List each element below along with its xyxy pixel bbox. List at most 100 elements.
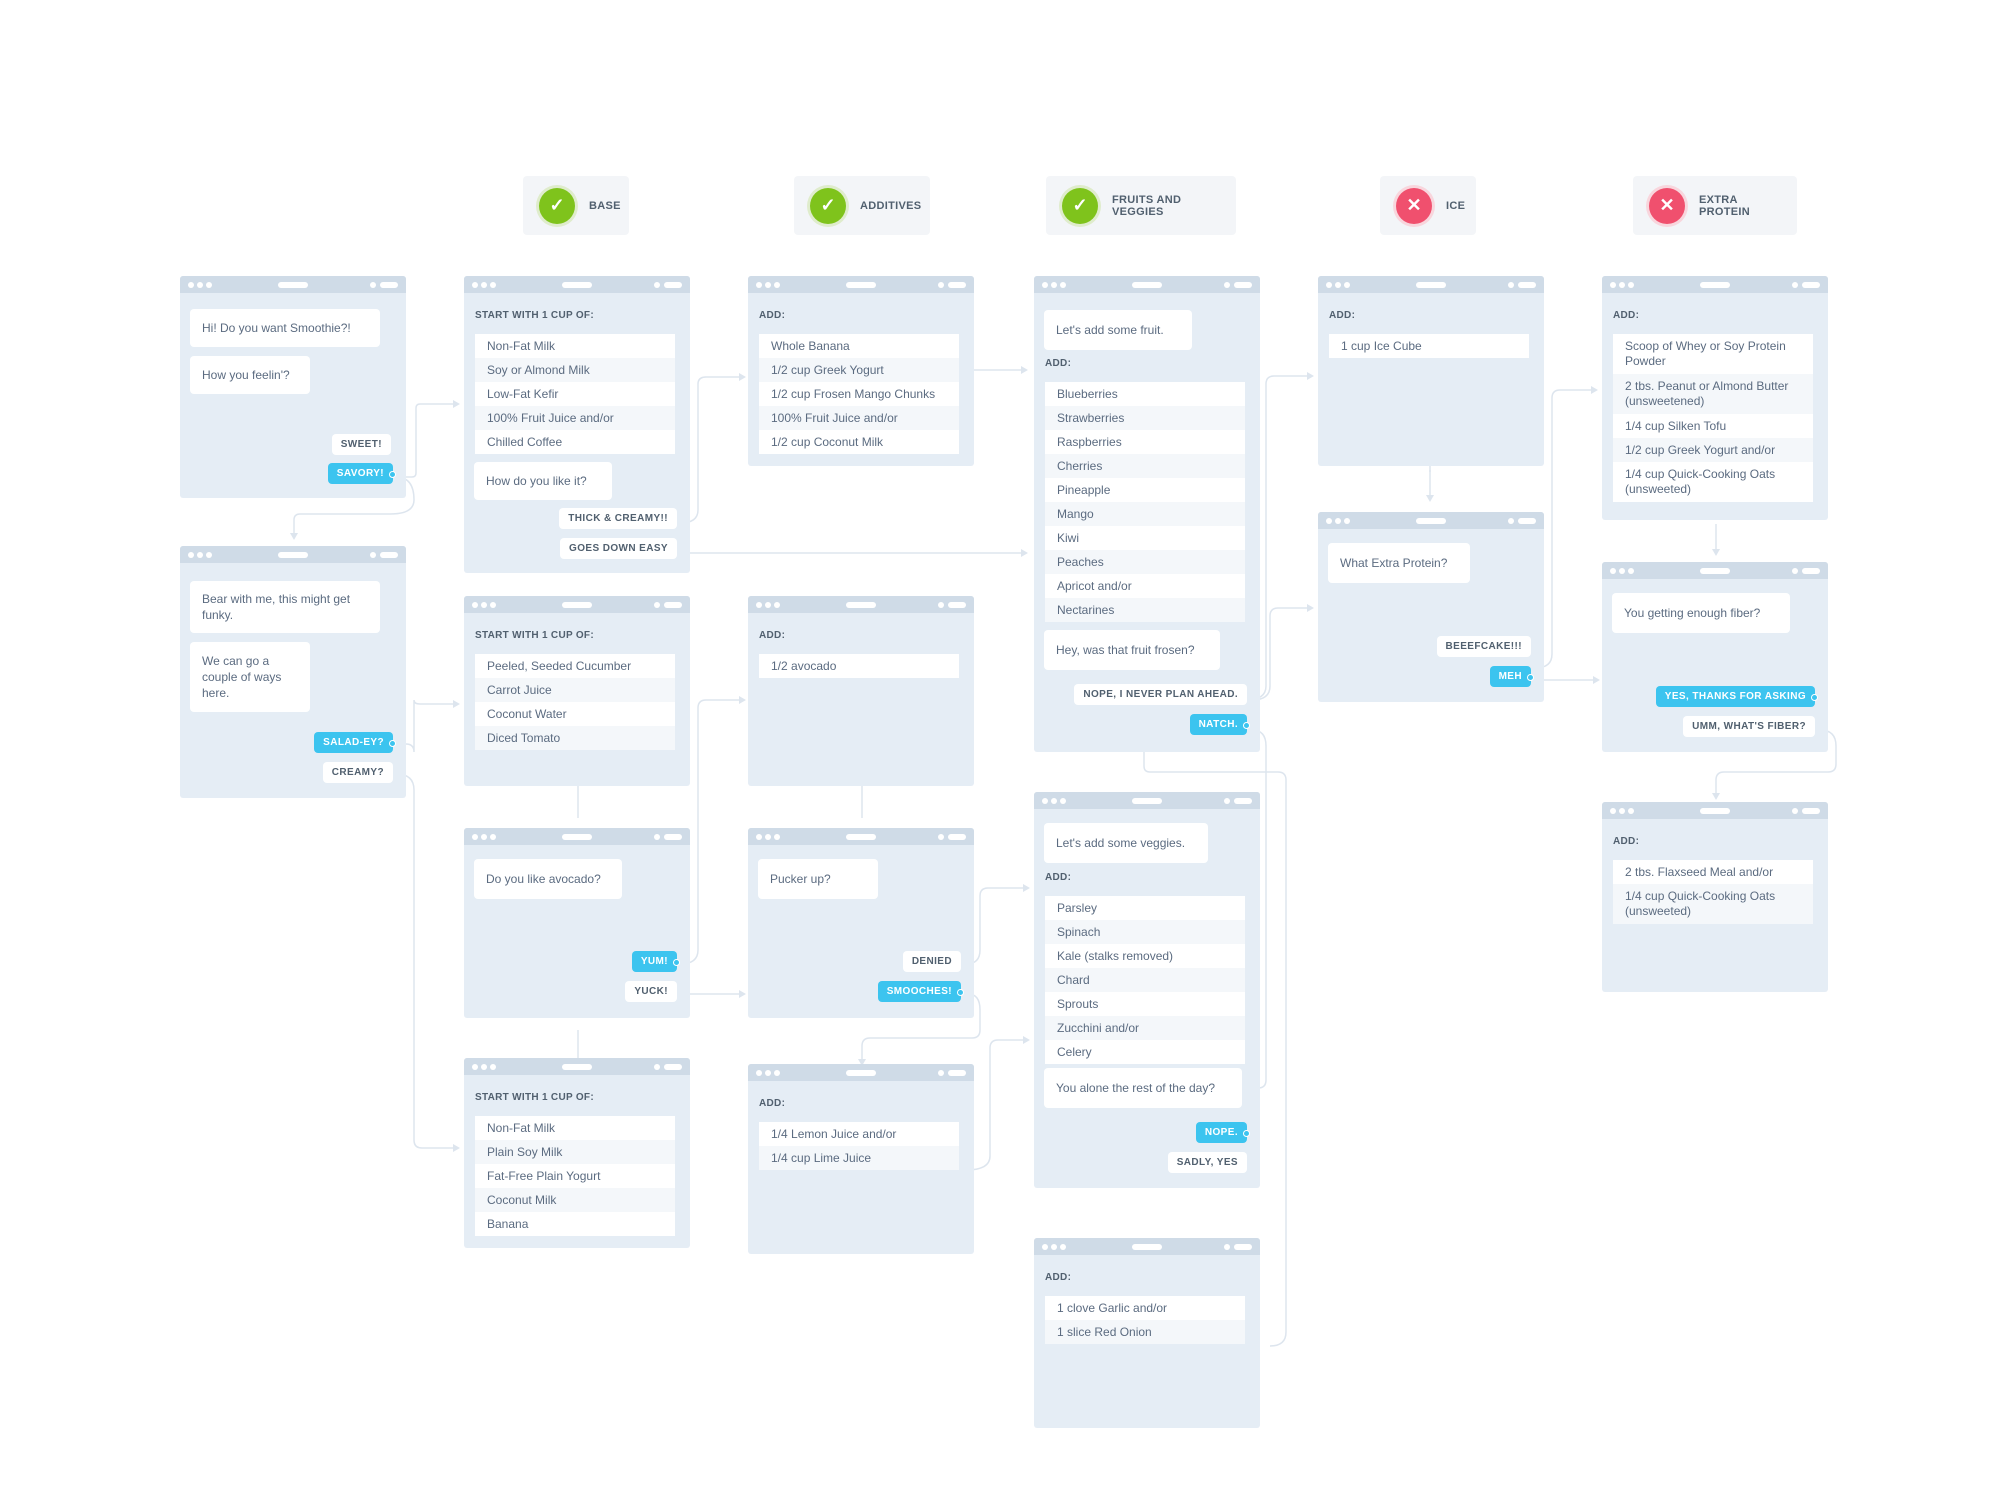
chat-bubble: Bear with me, this might get funky. [190, 581, 380, 633]
reply-thick-creamy-button[interactable]: THICK & CREAMY!! [559, 508, 677, 529]
reply-yum-button[interactable]: YUM! [631, 951, 681, 972]
cross-icon: ✕ [1396, 187, 1432, 224]
stage-fruits-and-veggies: ✓ FRUITS AND VEGGIES [1046, 176, 1236, 235]
list-item: Non-Fat Milk [475, 1116, 675, 1140]
list-item: Kale (stalks removed) [1045, 944, 1245, 968]
card-protein-question: What Extra Protein? BEEEFCAKE!!! MEH [1318, 512, 1544, 702]
stage-base: ✓ BASE [523, 176, 629, 235]
section-label: START WITH 1 CUP OF: [475, 1092, 594, 1103]
stage-additives: ✓ ADDITIVES [794, 176, 930, 235]
list-item: Pineapple [1045, 478, 1245, 502]
stage-label: BASE [589, 199, 621, 212]
check-icon: ✓ [539, 187, 575, 224]
ingredient-list: 1/4 Lemon Juice and/or 1/4 cup Lime Juic… [759, 1122, 959, 1170]
list-item: 1/4 cup Quick-Cooking Oats (unsweeted) [1613, 884, 1813, 924]
card-add-avocado: ADD: 1/2 avocado [748, 596, 974, 786]
card-fiber-question: You getting enough fiber? YES, THANKS FO… [1602, 562, 1828, 752]
reply-creamy-button[interactable]: CREAMY? [322, 762, 393, 783]
list-item: Peeled, Seeded Cucumber [475, 654, 675, 678]
card-base-sweet: START WITH 1 CUP OF: Non-Fat Milk Soy or… [464, 276, 690, 573]
reply-never-plan-ahead-button[interactable]: NOPE, I NEVER PLAN AHEAD. [1074, 684, 1247, 705]
reply-natch-button[interactable]: NATCH. [1189, 714, 1251, 735]
section-label: ADD: [1045, 872, 1072, 883]
reply-sadly-yes-button[interactable]: SADLY, YES [1167, 1152, 1247, 1173]
list-item: Peaches [1045, 550, 1245, 574]
reply-goes-down-easy-button[interactable]: GOES DOWN EASY [560, 538, 677, 559]
card-funky: Bear with me, this might get funky. We c… [180, 546, 406, 798]
check-icon: ✓ [1062, 187, 1098, 224]
reply-thanks-for-asking-button[interactable]: YES, THANKS FOR ASKING [1655, 686, 1819, 707]
reply-meh-button[interactable]: MEH [1489, 666, 1535, 687]
list-item: Fat-Free Plain Yogurt [475, 1164, 675, 1188]
reply-whats-fiber-button[interactable]: UMM, WHAT'S FIBER? [1683, 716, 1815, 737]
window-titlebar [464, 828, 690, 845]
ingredient-list: 2 tbs. Flaxseed Meal and/or 1/4 cup Quic… [1613, 860, 1813, 924]
list-item: Whole Banana [759, 334, 959, 358]
ingredient-list: 1/2 avocado [759, 654, 959, 678]
list-item: 1/2 cup Frosen Mango Chunks [759, 382, 959, 406]
list-item: Soy or Almond Milk [475, 358, 675, 382]
window-titlebar [1602, 562, 1828, 579]
list-item: Diced Tomato [475, 726, 675, 750]
list-item: Non-Fat Milk [475, 334, 675, 358]
reply-savory-button[interactable]: SAVORY! [327, 463, 397, 484]
window-titlebar [748, 1064, 974, 1081]
reply-nope-button[interactable]: NOPE. [1195, 1122, 1251, 1143]
reply-salad-button[interactable]: SALAD-EY? [314, 732, 396, 753]
card-base-salad: START WITH 1 CUP OF: Peeled, Seeded Cucu… [464, 596, 690, 786]
chat-bubble: How you feelin'? [190, 356, 310, 394]
card-protein-add: ADD: Scoop of Whey or Soy Protein Powder… [1602, 276, 1828, 520]
list-item: Mango [1045, 502, 1245, 526]
stage-label: ADDITIVES [860, 199, 922, 212]
reply-beefcake-button[interactable]: BEEEFCAKE!!! [1436, 636, 1531, 657]
card-garlic: ADD: 1 clove Garlic and/or 1 slice Red O… [1034, 1238, 1260, 1428]
window-titlebar [464, 596, 690, 613]
chat-bubble: Let's add some fruit. [1044, 310, 1192, 350]
list-item: Nectarines [1045, 598, 1245, 622]
reply-smooches-button[interactable]: SMOOCHES! [877, 981, 965, 1002]
section-label: ADD: [1045, 358, 1072, 369]
card-fiber-add: ADD: 2 tbs. Flaxseed Meal and/or 1/4 cup… [1602, 802, 1828, 992]
list-item: Carrot Juice [475, 678, 675, 702]
check-icon: ✓ [810, 187, 846, 224]
ingredient-list: Whole Banana 1/2 cup Greek Yogurt 1/2 cu… [759, 334, 959, 454]
list-item: Kiwi [1045, 526, 1245, 550]
section-label: START WITH 1 CUP OF: [475, 630, 594, 641]
list-item: 2 tbs. Peanut or Almond Butter (unsweete… [1613, 374, 1813, 414]
card-avocado-question: Do you like avocado? YUM! YUCK! [464, 828, 690, 1018]
list-item: Coconut Milk [475, 1188, 675, 1212]
list-item: Cherries [1045, 454, 1245, 478]
section-label: ADD: [759, 310, 786, 321]
window-titlebar [748, 596, 974, 613]
section-label: ADD: [1613, 310, 1640, 321]
window-titlebar [748, 828, 974, 845]
list-item: Spinach [1045, 920, 1245, 944]
ingredient-list: 1 cup Ice Cube [1329, 334, 1529, 358]
list-item: 1/4 cup Quick-Cooking Oats (unsweeted) [1613, 462, 1813, 502]
list-item: Coconut Water [475, 702, 675, 726]
ingredient-list: Scoop of Whey or Soy Protein Powder 2 tb… [1613, 334, 1813, 502]
reply-sweet-button[interactable]: SWEET! [331, 434, 391, 455]
chat-bubble: We can go a couple of ways here. [190, 642, 310, 712]
chat-bubble: Hi! Do you want Smoothie?! [190, 309, 380, 347]
window-titlebar [180, 276, 406, 293]
chat-bubble: Hey, was that fruit frosen? [1044, 630, 1220, 670]
section-label: ADD: [1329, 310, 1356, 321]
chat-bubble: Let's add some veggies. [1044, 823, 1208, 863]
list-item: 2 tbs. Flaxseed Meal and/or [1613, 860, 1813, 884]
window-titlebar [1602, 276, 1828, 293]
window-titlebar [1318, 512, 1544, 529]
ingredient-list: 1 clove Garlic and/or 1 slice Red Onion [1045, 1296, 1245, 1344]
reply-denied-button[interactable]: DENIED [902, 951, 961, 972]
window-titlebar [464, 1058, 690, 1075]
section-label: ADD: [1613, 836, 1640, 847]
list-item: Sprouts [1045, 992, 1245, 1016]
stage-ice: ✕ ICE [1380, 176, 1476, 235]
stage-label: ICE [1446, 199, 1466, 212]
chat-bubble: Pucker up? [758, 859, 878, 899]
section-label: ADD: [759, 630, 786, 641]
section-label: ADD: [1045, 1272, 1072, 1283]
ingredient-list: Non-Fat Milk Plain Soy Milk Fat-Free Pla… [475, 1116, 675, 1236]
card-ice: ADD: 1 cup Ice Cube [1318, 276, 1544, 466]
reply-yuck-button[interactable]: YUCK! [625, 981, 677, 1002]
